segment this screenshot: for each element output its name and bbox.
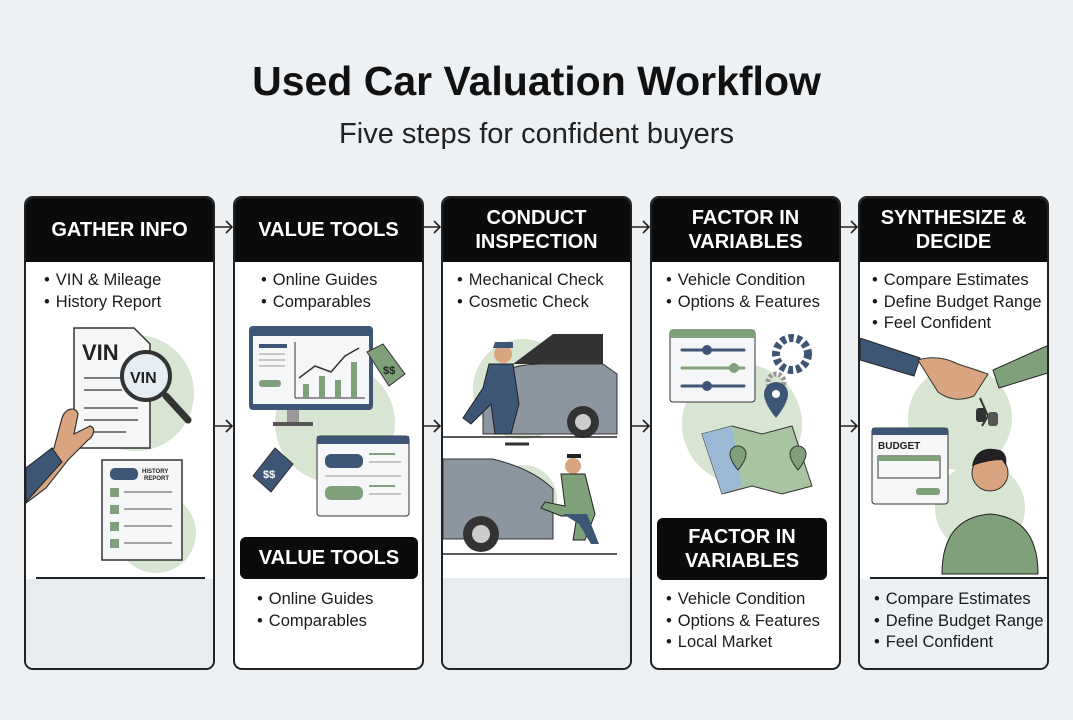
step-header: VALUE TOOLS: [235, 198, 422, 262]
sub-header: VALUE TOOLS: [240, 537, 418, 579]
step-bullets: VIN & Mileage History Report: [44, 270, 161, 313]
svg-text:BUDGET: BUDGET: [878, 441, 920, 452]
step-header: GATHER INFO: [26, 198, 213, 262]
empty-footer-area: [443, 578, 630, 668]
sub-bullets: Online Guides Comparables: [257, 589, 374, 633]
bullet: Options & Features: [666, 611, 820, 633]
bullet: Comparables: [257, 611, 373, 633]
handshake-budget-illustration: BUDGET: [860, 338, 1047, 575]
step-header: FACTOR IN VARIABLES: [652, 198, 839, 262]
sub-bullets: Compare Estimates Define Budget Range Fe…: [874, 589, 1044, 654]
svg-text:VIN: VIN: [130, 370, 157, 387]
svg-text:$$: $$: [383, 365, 395, 377]
step-bullets: Mechanical Check Cosmetic Check: [457, 270, 604, 313]
vin-document-illustration: VIN VIN HISTORY REPORT: [26, 327, 196, 573]
bullet: Online Guides: [261, 270, 378, 292]
bullet: Define Budget Range: [874, 611, 1044, 633]
variables-illustration: [669, 329, 813, 495]
bullet: Define Budget Range: [872, 292, 1042, 314]
bullet: Compare Estimates: [874, 589, 1044, 611]
bullet: Vehicle Condition: [666, 589, 820, 611]
svg-text:REPORT: REPORT: [144, 476, 169, 482]
page-subtitle: Five steps for confident buyers: [339, 118, 734, 150]
step-header: CONDUCT INSPECTION: [443, 198, 630, 262]
arrow-right-icon: [422, 220, 442, 234]
arrow-right-icon: [839, 419, 859, 433]
arrow-right-icon: [631, 419, 651, 433]
arrow-right-icon: [214, 419, 234, 433]
inspection-illustration: [443, 334, 618, 555]
bullet: Options & Features: [666, 292, 820, 314]
svg-text:HISTORY: HISTORY: [142, 469, 168, 475]
sub-bullets: Vehicle Condition Options & Features Loc…: [666, 589, 820, 654]
price-guide-monitor-illustration: $$ $$: [249, 326, 410, 517]
svg-text:$$: $$: [263, 469, 275, 481]
step-bullets: Online Guides Comparables: [261, 270, 378, 314]
bullet: Feel Confident: [872, 313, 1042, 335]
step-bullets: Compare Estimates Define Budget Range Fe…: [872, 270, 1042, 335]
bullet: Feel Confident: [874, 632, 1044, 654]
step-header: SYNTHESIZE & DECIDE: [860, 198, 1047, 262]
bullet: Cosmetic Check: [457, 292, 604, 314]
bullet: Comparables: [261, 292, 377, 314]
bullet: Compare Estimates: [872, 270, 1042, 292]
page-title: Used Car Valuation Workflow: [252, 58, 821, 104]
arrow-right-icon: [631, 220, 651, 234]
empty-footer-area: [26, 579, 213, 668]
step-bullets: Vehicle Condition Options & Features: [666, 270, 820, 313]
svg-text:VIN: VIN: [82, 340, 119, 365]
divider: [36, 577, 205, 579]
divider: [870, 577, 1047, 579]
sub-header: FACTOR IN VARIABLES: [657, 518, 827, 580]
bullet: History Report: [44, 292, 161, 314]
step-conduct-inspection: CONDUCT INSPECTION Mechanical Check Cosm…: [441, 196, 632, 670]
arrow-right-icon: [214, 220, 234, 234]
step-synthesize-decide: SYNTHESIZE & DECIDE Compare Estimates De…: [858, 196, 1049, 670]
bullet: Mechanical Check: [457, 270, 604, 292]
bullet: Vehicle Condition: [666, 270, 820, 292]
arrow-right-icon: [422, 419, 442, 433]
step-value-tools: VALUE TOOLS Online Guides Comparables $$…: [233, 196, 424, 670]
arrow-right-icon: [839, 220, 859, 234]
step-factor-in-variables: FACTOR IN VARIABLES Vehicle Condition Op…: [650, 196, 841, 670]
bullet: Local Market: [666, 632, 820, 654]
bullet: VIN & Mileage: [44, 270, 161, 292]
bullet: Online Guides: [257, 589, 374, 611]
step-gather-info: GATHER INFO VIN & Mileage History Report…: [24, 196, 215, 670]
